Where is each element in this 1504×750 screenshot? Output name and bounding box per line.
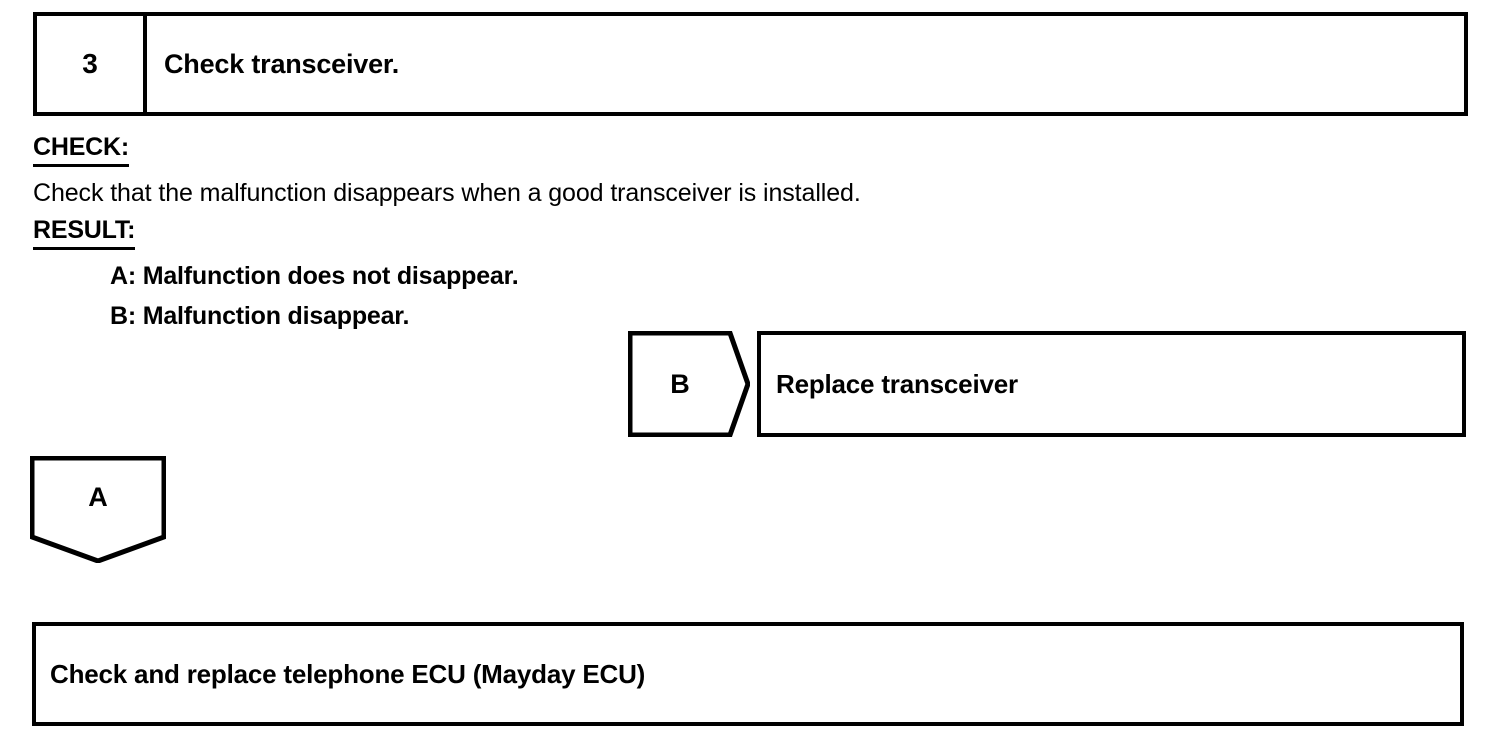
branch-b-arrow-shape bbox=[628, 331, 750, 437]
check-result-block: CHECK: Check that the malfunction disapp… bbox=[33, 130, 1233, 336]
step-header-table: 3 Check transceiver. bbox=[33, 12, 1468, 116]
step-title-cell: Check transceiver. bbox=[147, 16, 1464, 112]
step-number-cell: 3 bbox=[37, 16, 147, 112]
pentagon-right-icon bbox=[628, 331, 750, 437]
branch-a-arrow-shape bbox=[30, 456, 166, 563]
step-number: 3 bbox=[82, 48, 98, 79]
pentagon-down-icon bbox=[30, 456, 166, 563]
final-action-box: Check and replace telephone ECU (Mayday … bbox=[32, 622, 1464, 726]
result-label-row: RESULT: bbox=[33, 213, 1233, 250]
result-option-b: B: Malfunction disappear. bbox=[110, 302, 410, 330]
check-instruction: Check that the malfunction disappears wh… bbox=[33, 179, 861, 207]
final-action-label: Check and replace telephone ECU (Mayday … bbox=[50, 658, 646, 689]
check-label: CHECK: bbox=[33, 130, 129, 167]
step-title: Check transceiver. bbox=[164, 48, 400, 79]
check-label-row: CHECK: bbox=[33, 130, 1233, 167]
result-option-a: A: Malfunction does not disappear. bbox=[110, 262, 519, 290]
replace-transceiver-box: Replace transceiver bbox=[757, 331, 1466, 437]
replace-transceiver-label: Replace transceiver bbox=[776, 368, 1018, 399]
result-label: RESULT: bbox=[33, 213, 136, 250]
